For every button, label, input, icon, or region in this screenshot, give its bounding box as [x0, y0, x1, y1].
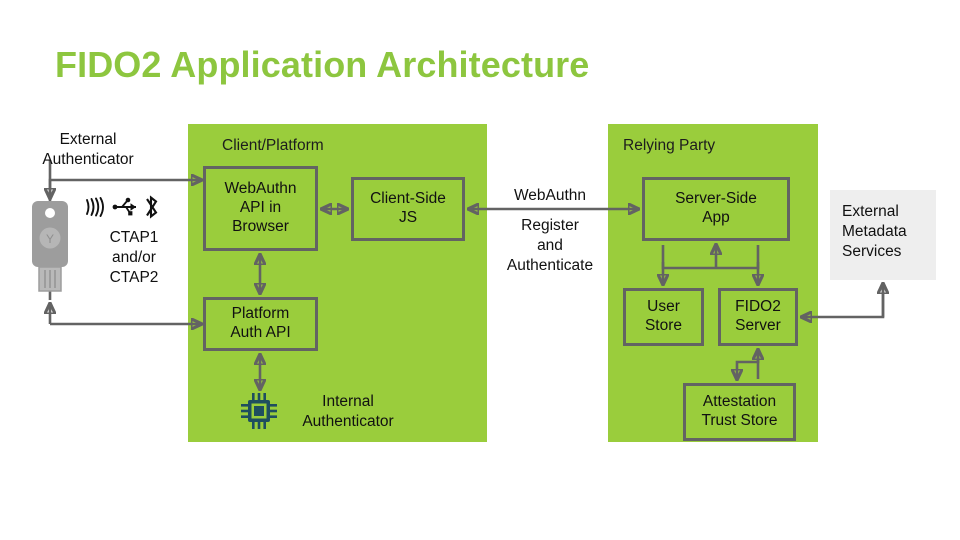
bluetooth-icon — [146, 195, 158, 219]
node-external-metadata-services[interactable]: External Metadata Services — [830, 190, 936, 280]
zone-relying-party-label: Relying Party — [623, 137, 716, 154]
webauthn-link-label: WebAuthn — [513, 187, 587, 204]
security-key-icon: Y — [32, 201, 68, 292]
nfc-icon — [86, 197, 104, 217]
connectivity-icons — [86, 195, 158, 219]
chip-icon — [241, 393, 277, 429]
internal-authenticator-label: Internal Authenticator — [302, 393, 394, 430]
register-authenticate-label: Register and Authenticate — [506, 217, 594, 274]
node-server-side-app[interactable]: Server-Side App — [642, 177, 790, 241]
node-user-store[interactable]: User Store — [623, 288, 704, 346]
usb-icon — [112, 197, 136, 216]
node-webauthn-api-in-browser[interactable]: WebAuthn API in Browser — [203, 166, 318, 251]
node-attestation-trust-store[interactable]: Attestation Trust Store — [683, 383, 796, 441]
node-client-side-js[interactable]: Client-Side JS — [351, 177, 465, 241]
external-authenticator-label: External Authenticator — [42, 131, 134, 168]
zone-client-platform-label: Client/Platform — [222, 137, 324, 154]
page-title: FIDO2 Application Architecture — [55, 44, 590, 85]
ctap-label: CTAP1 and/or CTAP2 — [109, 229, 159, 286]
node-platform-auth-api[interactable]: Platform Auth API — [203, 297, 318, 351]
key-mark: Y — [46, 232, 54, 246]
node-fido2-server[interactable]: FIDO2 Server — [718, 288, 798, 346]
